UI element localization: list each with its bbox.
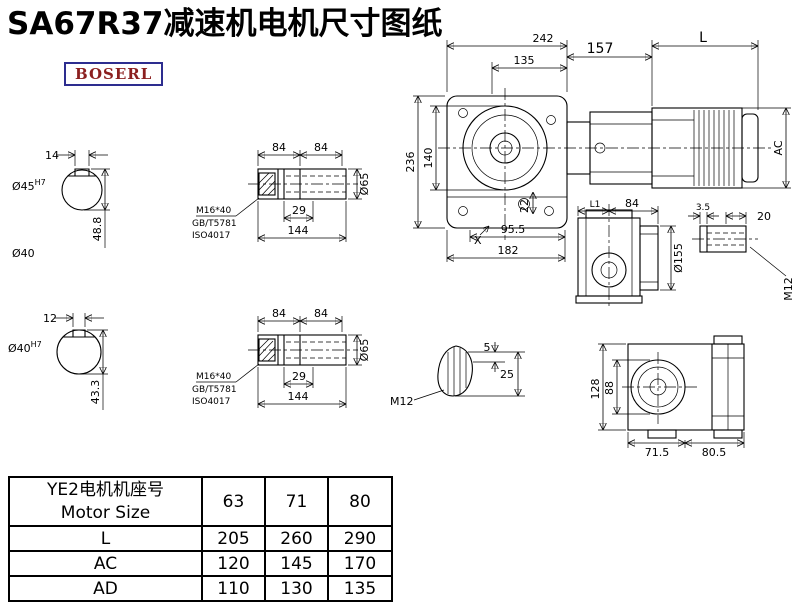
dim-bushing1-step: 29 bbox=[292, 204, 306, 217]
dim-key-5: 5 bbox=[484, 341, 491, 354]
shaft-section-view-1: 14 Ø45H7 48.8 Ø40 bbox=[12, 149, 110, 260]
dim-shaft2-bore-value: Ø40 bbox=[8, 342, 31, 355]
label-x-mark: X bbox=[474, 234, 482, 247]
dim-key-25: 25 bbox=[500, 368, 514, 381]
dim-bushing2-len-a: 84 bbox=[272, 307, 286, 320]
dim-output-circle: 140 bbox=[422, 148, 435, 169]
dim-rear-height: 128 bbox=[589, 379, 602, 400]
motor-size-table: YE2电机机座号 Motor Size 63 71 80 L 205 260 2… bbox=[8, 476, 393, 602]
table-header-line2: Motor Size bbox=[60, 502, 151, 523]
page-title: SA67R37减速机电机尺寸图纸 bbox=[7, 6, 443, 42]
dim-adapter-length: 157 bbox=[587, 41, 614, 57]
dim-bushing1-len-a: 84 bbox=[272, 141, 286, 154]
boserl-logo: BOSERL bbox=[64, 62, 164, 86]
label-side-m12: M12 bbox=[782, 277, 795, 301]
label-bushing1-standard-2: ISO4017 bbox=[192, 231, 230, 241]
dim-bushing2-len-b: 84 bbox=[314, 307, 328, 320]
dim-rear-71-5: 71.5 bbox=[645, 446, 670, 459]
motor-cooling-fins bbox=[693, 110, 735, 186]
dim-rear-80-5: 80.5 bbox=[702, 446, 727, 459]
side-view: L1 84 Ø155 3.5 20 M12 bbox=[575, 197, 795, 308]
dim-rear-88: 88 bbox=[603, 381, 616, 395]
dim-shaft2-bore: Ø40H7 bbox=[8, 340, 42, 355]
table-row-AC: AC 120 145 170 bbox=[8, 550, 393, 577]
keyway-detail: 5 25 M12 bbox=[390, 341, 525, 408]
table-cell: 170 bbox=[327, 550, 393, 577]
table-size-71: 71 bbox=[264, 476, 329, 527]
dim-side-L1: L1 bbox=[590, 200, 601, 210]
boserl-logo-text: BOSERL bbox=[75, 65, 153, 83]
table-row-L: L 205 260 290 bbox=[8, 525, 393, 552]
bottom-view: 128 88 71.5 80.5 bbox=[589, 335, 745, 459]
bushing-view-1: 84 84 M16*40 GB/T5781 ISO4017 29 144 Ø65 bbox=[192, 141, 371, 242]
dim-bushing1-dia: Ø65 bbox=[358, 173, 371, 196]
table-size-80: 80 bbox=[327, 476, 393, 527]
dim-shaft1-od: Ø40 bbox=[12, 247, 35, 260]
dim-base-length: 182 bbox=[498, 244, 519, 257]
table-header-motor-size: YE2电机机座号 Motor Size bbox=[8, 476, 203, 527]
dim-gearbox-inner: 135 bbox=[514, 54, 535, 67]
table-row-label: AD bbox=[8, 575, 203, 602]
dim-gearbox-height: 236 bbox=[404, 152, 417, 173]
table-cell: 205 bbox=[201, 525, 266, 552]
table-cell: 135 bbox=[327, 575, 393, 602]
table-cell: 145 bbox=[264, 550, 329, 577]
table-size-63: 63 bbox=[201, 476, 266, 527]
dim-motor-AC: AC bbox=[772, 140, 785, 155]
table-header-line1: YE2电机机座号 bbox=[47, 480, 164, 501]
label-bushing2-standard-2: ISO4017 bbox=[192, 397, 230, 407]
table-cell: 290 bbox=[327, 525, 393, 552]
dim-bushing1-len-b: 84 bbox=[314, 141, 328, 154]
dim-shaft2-keyway-width: 12 bbox=[43, 312, 57, 325]
dim-side-84: 84 bbox=[625, 197, 639, 210]
dim-95-5: 95.5 bbox=[501, 223, 526, 236]
dim-shaft1-bore: Ø45H7 bbox=[12, 178, 46, 193]
table-cell: 260 bbox=[264, 525, 329, 552]
dim-flange-dia: Ø155 bbox=[672, 243, 685, 273]
dim-shaft2-bore-tolerance: H7 bbox=[31, 340, 42, 349]
label-key-m12: M12 bbox=[390, 395, 414, 408]
table-cell: 130 bbox=[264, 575, 329, 602]
dim-shaft1-keyway-width: 14 bbox=[45, 149, 59, 162]
label-bushing2-bolt: M16*40 bbox=[196, 372, 231, 382]
dim-motor-length-L: L bbox=[699, 30, 707, 46]
table-cell: 120 bbox=[201, 550, 266, 577]
dim-shaft2-height: 43.3 bbox=[89, 380, 102, 405]
table-row-label: AC bbox=[8, 550, 203, 577]
shaft-section-view-2: 12 Ø40H7 43.3 bbox=[8, 312, 108, 410]
dim-bushing2-step: 29 bbox=[292, 370, 306, 383]
label-bushing1-bolt: M16*40 bbox=[196, 206, 231, 216]
table-cell: 110 bbox=[201, 575, 266, 602]
dim-shaft1-height: 48.8 bbox=[91, 217, 104, 242]
table-row-label: L bbox=[8, 525, 203, 552]
front-view: 242 135 157 L 236 140 22 95.5 bbox=[404, 30, 791, 262]
dim-shaftend-20: 20 bbox=[757, 210, 771, 223]
dim-shaft1-bore-tolerance: H7 bbox=[35, 178, 46, 187]
table-row-AD: AD 110 130 135 bbox=[8, 575, 393, 602]
label-bushing2-standard-1: GB/T5781 bbox=[192, 385, 237, 395]
dim-shaftend-3-5: 3.5 bbox=[696, 203, 710, 213]
dim-bushing2-dia: Ø65 bbox=[358, 339, 371, 362]
dim-shaft1-bore-value: Ø45 bbox=[12, 180, 35, 193]
bushing-view-2: 84 84 M16*40 GB/T5781 ISO4017 29 144 Ø65 bbox=[192, 307, 371, 408]
dim-gearbox-width: 242 bbox=[533, 32, 554, 45]
label-bushing1-standard-1: GB/T5781 bbox=[192, 219, 237, 229]
dim-bushing2-total: 144 bbox=[288, 390, 309, 403]
dim-bushing1-total: 144 bbox=[288, 224, 309, 237]
dim-22: 22 bbox=[518, 199, 531, 213]
